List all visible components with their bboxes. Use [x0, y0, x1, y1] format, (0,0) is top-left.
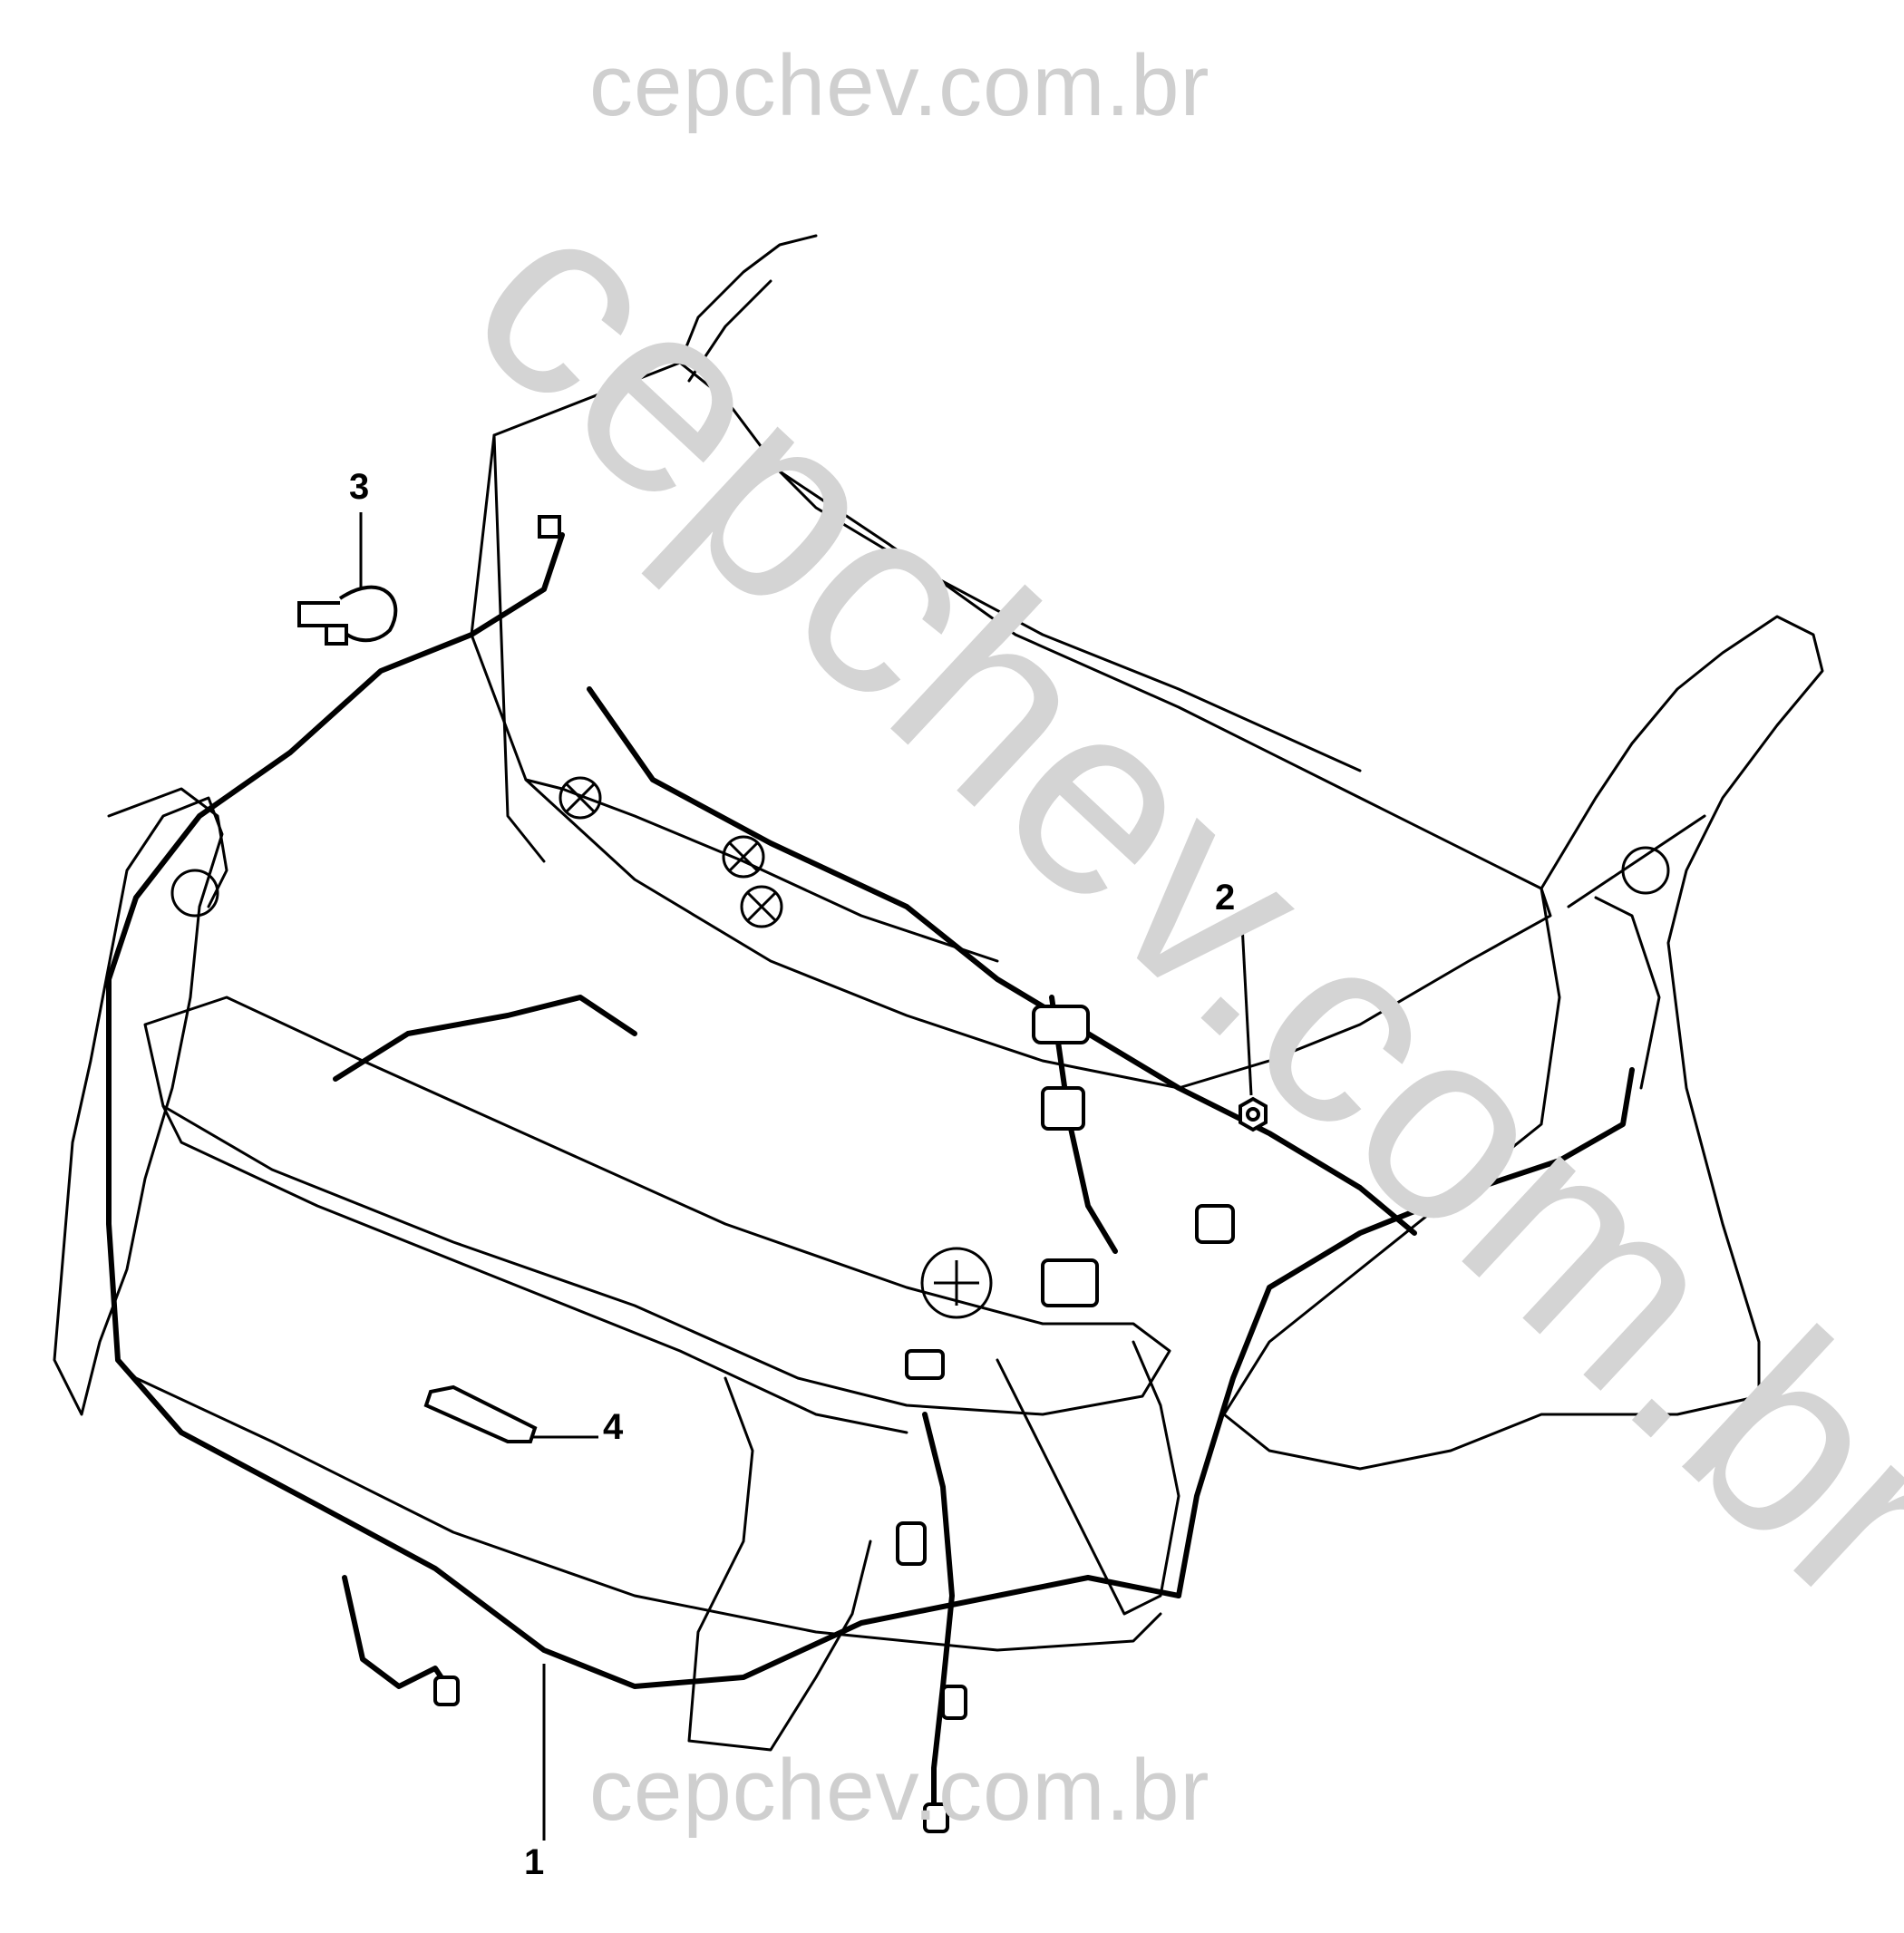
grommet	[1621, 846, 1670, 895]
left-fender-apron	[53, 796, 224, 1416]
connector	[538, 515, 561, 539]
callout-1: 1	[524, 1842, 545, 1882]
grommet	[559, 776, 602, 820]
connector	[1195, 1204, 1235, 1244]
clip-part-3	[297, 585, 398, 646]
grommet	[920, 1247, 993, 1319]
connector	[941, 1685, 967, 1720]
center-bracket	[687, 1376, 872, 1752]
grommet	[722, 835, 765, 879]
pad-part-4	[423, 1384, 538, 1443]
firewall-panel	[470, 361, 1552, 1090]
watermark-bottom: cepchev.com.br	[589, 1742, 1210, 1839]
connector	[1032, 1005, 1090, 1044]
watermark-top: cepchev.com.br	[589, 37, 1210, 134]
connector	[1041, 1086, 1085, 1131]
radiator-support-upper	[143, 996, 1171, 1416]
nut-part-2	[1239, 1096, 1268, 1132]
harness-branch-right	[1176, 1067, 1635, 1598]
callout-2: 2	[1215, 878, 1236, 918]
callout-3: 3	[349, 467, 370, 507]
right-strut-tower	[1222, 615, 1824, 1471]
connector	[896, 1521, 927, 1566]
connector	[433, 1676, 460, 1706]
connector	[905, 1349, 945, 1380]
connector	[923, 1802, 949, 1833]
grommet	[740, 885, 783, 928]
callout-4: 4	[603, 1407, 624, 1447]
leader-2	[1240, 924, 1253, 1096]
harness-branch-inner	[333, 995, 637, 1082]
main-harness	[106, 532, 1181, 1689]
connector	[1041, 1258, 1099, 1307]
radiator-support-lower	[116, 1358, 1162, 1652]
